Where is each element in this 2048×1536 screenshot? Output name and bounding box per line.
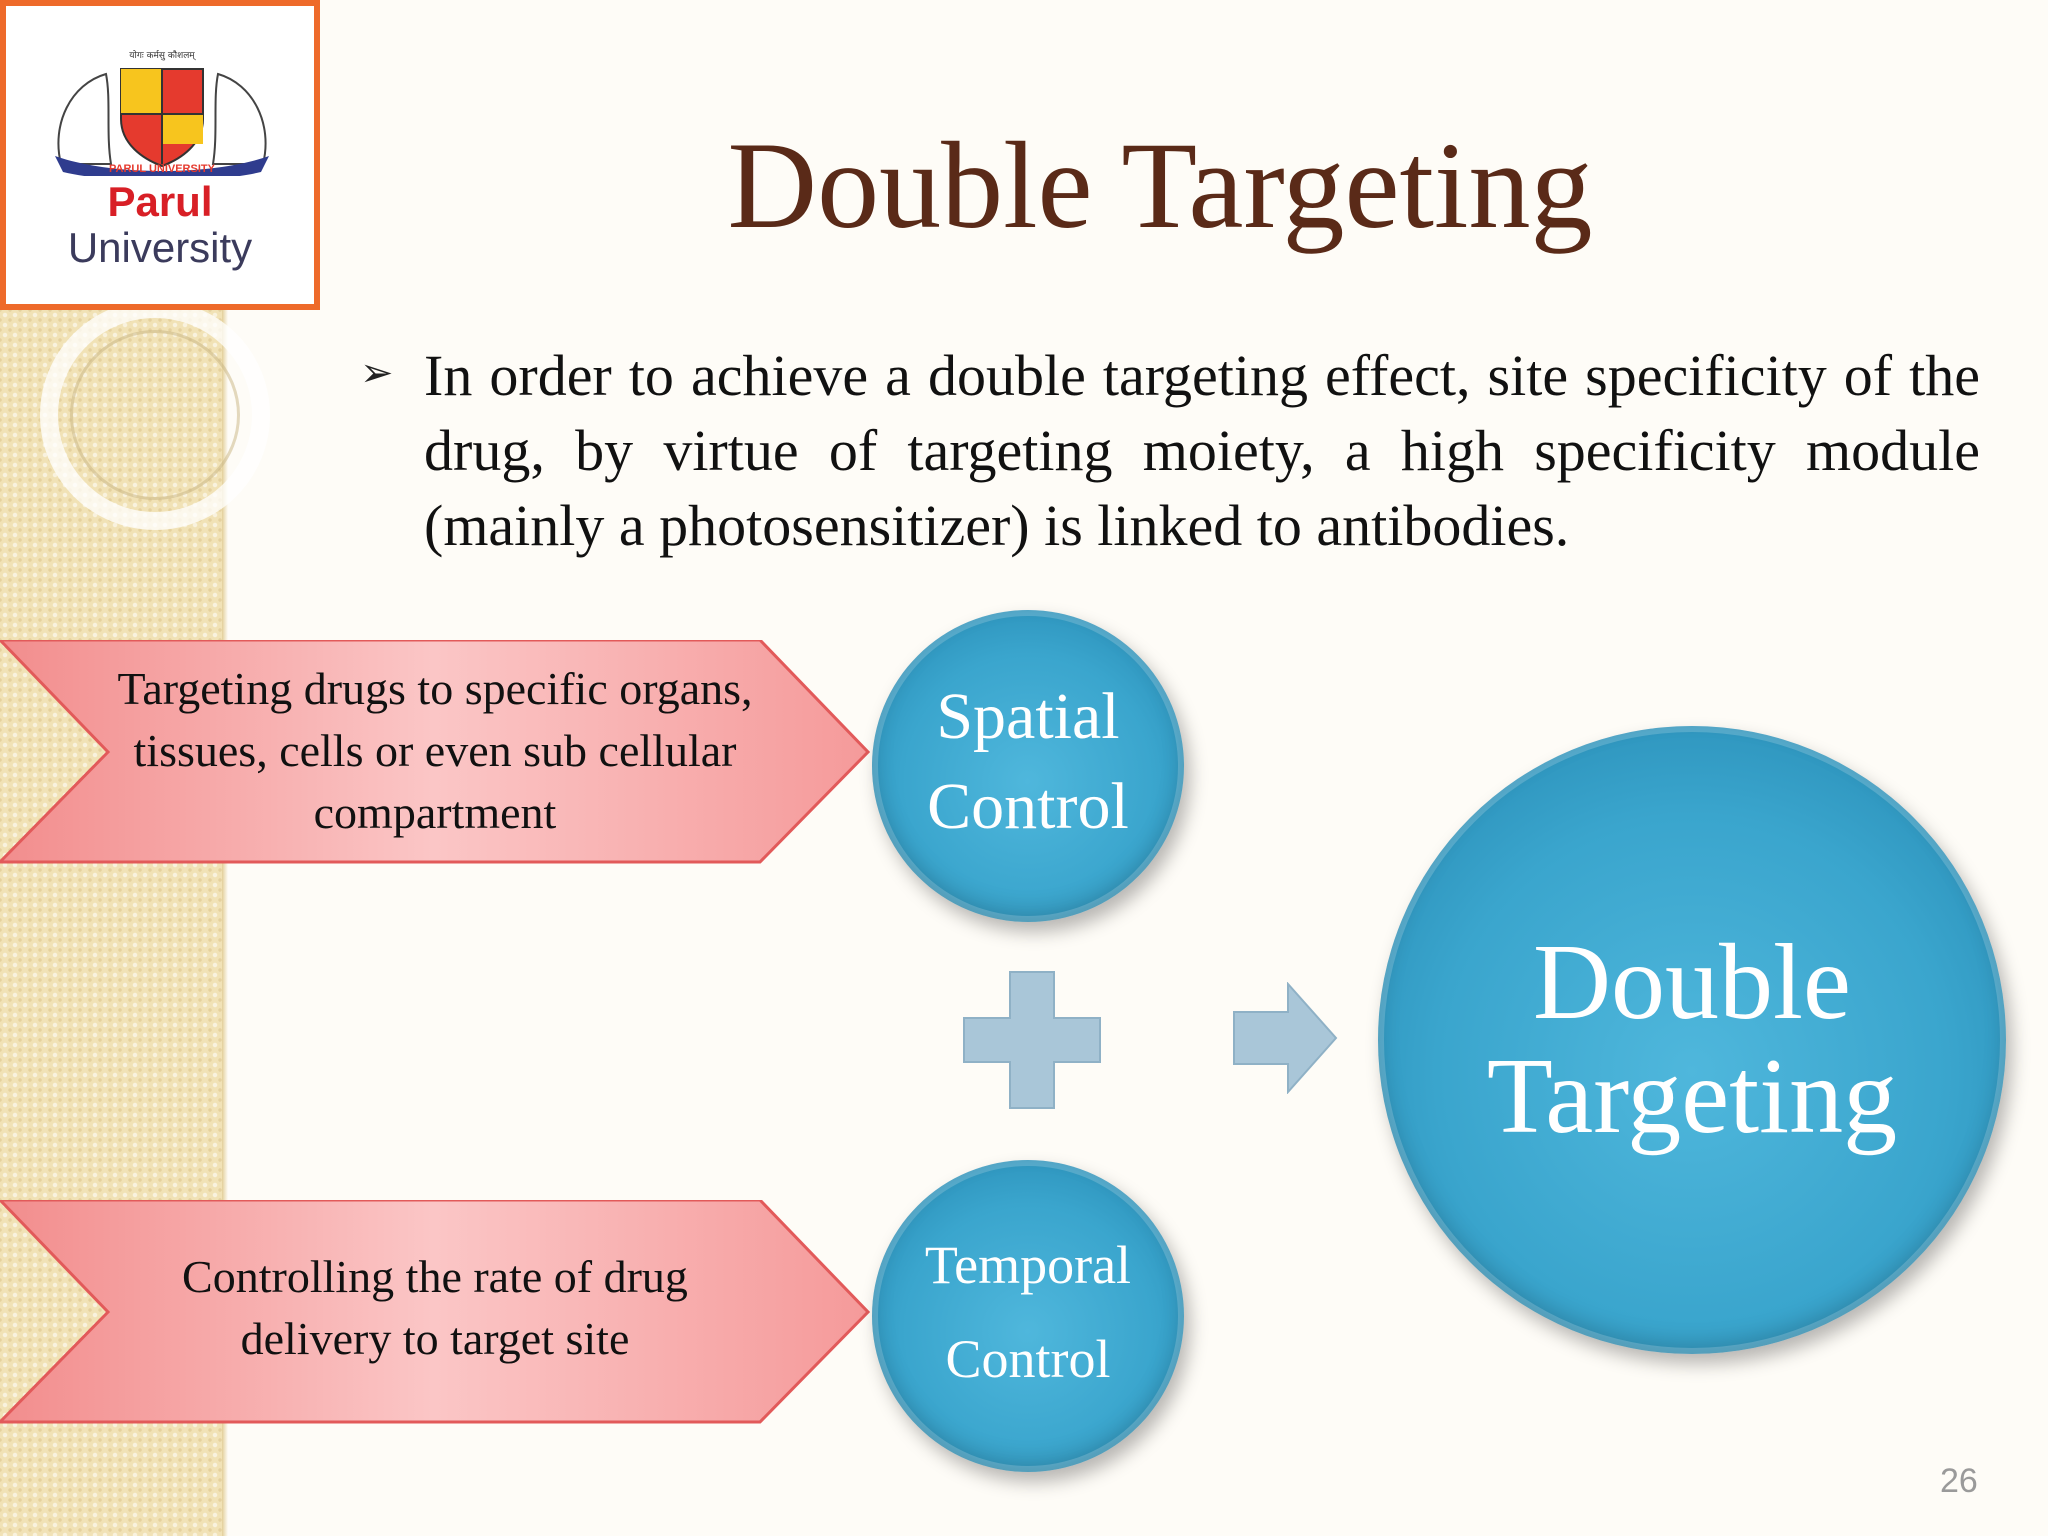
arrow-right-icon	[1233, 982, 1338, 1094]
spatial-line2: Control	[927, 770, 1129, 843]
page-number: 26	[1940, 1462, 1978, 1500]
university-logo: PARUL UNIVERSITY योगः कर्मसु कौशलम् Paru…	[0, 0, 320, 310]
chevron-temporal-text: Controlling the rate of drug delivery to…	[182, 1251, 688, 1364]
circle-spatial-control: Spatial Control	[872, 610, 1184, 922]
temporal-line2: Control	[945, 1329, 1111, 1389]
university-crest-icon: PARUL UNIVERSITY योगः कर्मसु कौशलम्	[55, 49, 269, 176]
circle-temporal-control: Temporal Control	[872, 1160, 1184, 1472]
double-line1: Double	[1533, 923, 1851, 1042]
chevron-spatial-text: Targeting drugs to specific organs, tiss…	[117, 663, 753, 838]
plus-icon	[963, 971, 1101, 1109]
logo-ribbon-text: PARUL UNIVERSITY	[109, 163, 216, 175]
circle-double-targeting: Double Targeting	[1378, 726, 2006, 1354]
slide-title: Double Targeting	[727, 117, 1593, 254]
temporal-line1: Temporal	[924, 1235, 1132, 1295]
logo-motto-text: योगः कर्मसु कौशलम्	[129, 49, 196, 61]
logo-name-university: University	[67, 224, 253, 271]
chevron-temporal: Controlling the rate of drug delivery to…	[0, 1200, 870, 1425]
bullet-text: In order to achieve a double targeting e…	[424, 343, 1980, 558]
chevron-spatial: Targeting drugs to specific organs, tiss…	[0, 640, 870, 865]
logo-name-parul: Parul	[107, 178, 213, 225]
spatial-line1: Spatial	[936, 680, 1120, 753]
decorative-ring-inner	[70, 330, 240, 500]
double-line2: Targeting	[1486, 1037, 1898, 1156]
bullet-arrow-icon: ➢	[360, 350, 394, 396]
